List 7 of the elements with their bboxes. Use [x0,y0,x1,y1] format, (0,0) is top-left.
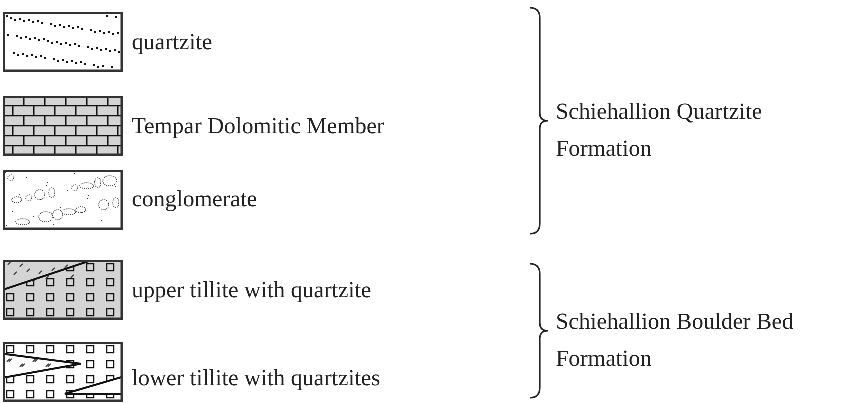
legend-label: Tempar Dolomitic Member [132,114,385,138]
legend-label: upper tillite with quartzite [132,278,372,302]
group-label: Schiehallion Quartzite Formation [556,98,764,163]
legend-label: quartzite [132,30,212,54]
legend-label: conglomerate [132,188,258,210]
legend-label: lower tillite with quartzites [132,366,380,390]
group-label: Schiehallion Boulder Bed Formation [556,308,795,373]
